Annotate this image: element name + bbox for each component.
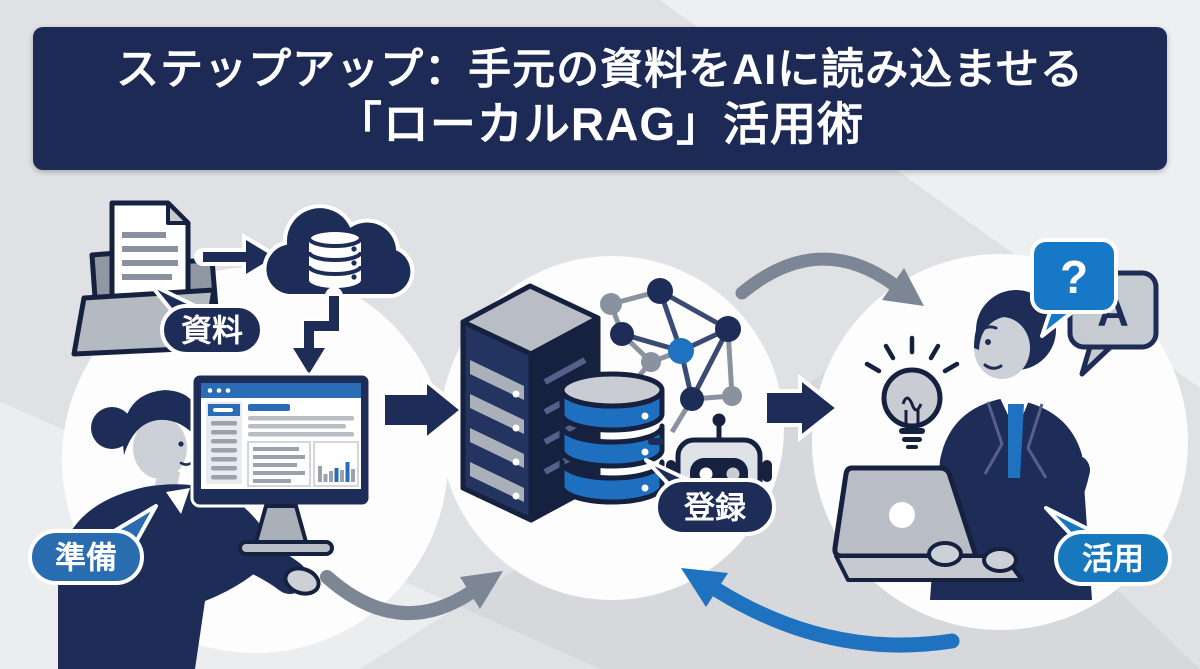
database-icon xyxy=(559,371,665,505)
man-hands xyxy=(927,541,1018,573)
utilize-bubble: 活用 xyxy=(1044,506,1172,586)
title-line-1: ステップアップ：手元の資料をAIに読み込ませる xyxy=(116,46,1084,95)
title-banner: ステップアップ：手元の資料をAIに読み込ませる 「ローカルRAG」活用術 xyxy=(33,27,1167,170)
network-graph-icon xyxy=(600,278,742,434)
register-label: 登録 xyxy=(683,491,747,526)
curved-arrow-bottom-blue-icon xyxy=(681,568,960,653)
materials-label: 資料 xyxy=(181,314,243,349)
arrow-right-icon xyxy=(194,232,282,282)
title-line-2: 「ローカルRAG」活用術 xyxy=(335,97,865,150)
prepare-bubble: 準備 xyxy=(28,504,158,585)
flow-arrow-prepare-to-register xyxy=(381,375,466,445)
arrow-down-elbow-icon xyxy=(285,287,343,382)
laptop-icon xyxy=(832,465,1024,582)
register-bubble: 登録 xyxy=(644,458,776,536)
utilize-label: 活用 xyxy=(1082,542,1144,577)
cloud-database-icon xyxy=(262,204,415,298)
prepare-label: 準備 xyxy=(55,541,117,576)
question-mark: ? xyxy=(1060,251,1088,303)
question-bubble: ? xyxy=(1030,238,1118,338)
curved-arrow-bottom-gray-icon xyxy=(320,570,503,620)
monitor-icon xyxy=(190,372,372,556)
curved-arrow-top-icon xyxy=(735,252,924,306)
document-icon xyxy=(109,200,191,304)
lightbulb-icon xyxy=(864,335,960,449)
materials-bubble: 資料 xyxy=(148,282,264,356)
flow-arrow-register-to-utilize xyxy=(763,373,842,443)
